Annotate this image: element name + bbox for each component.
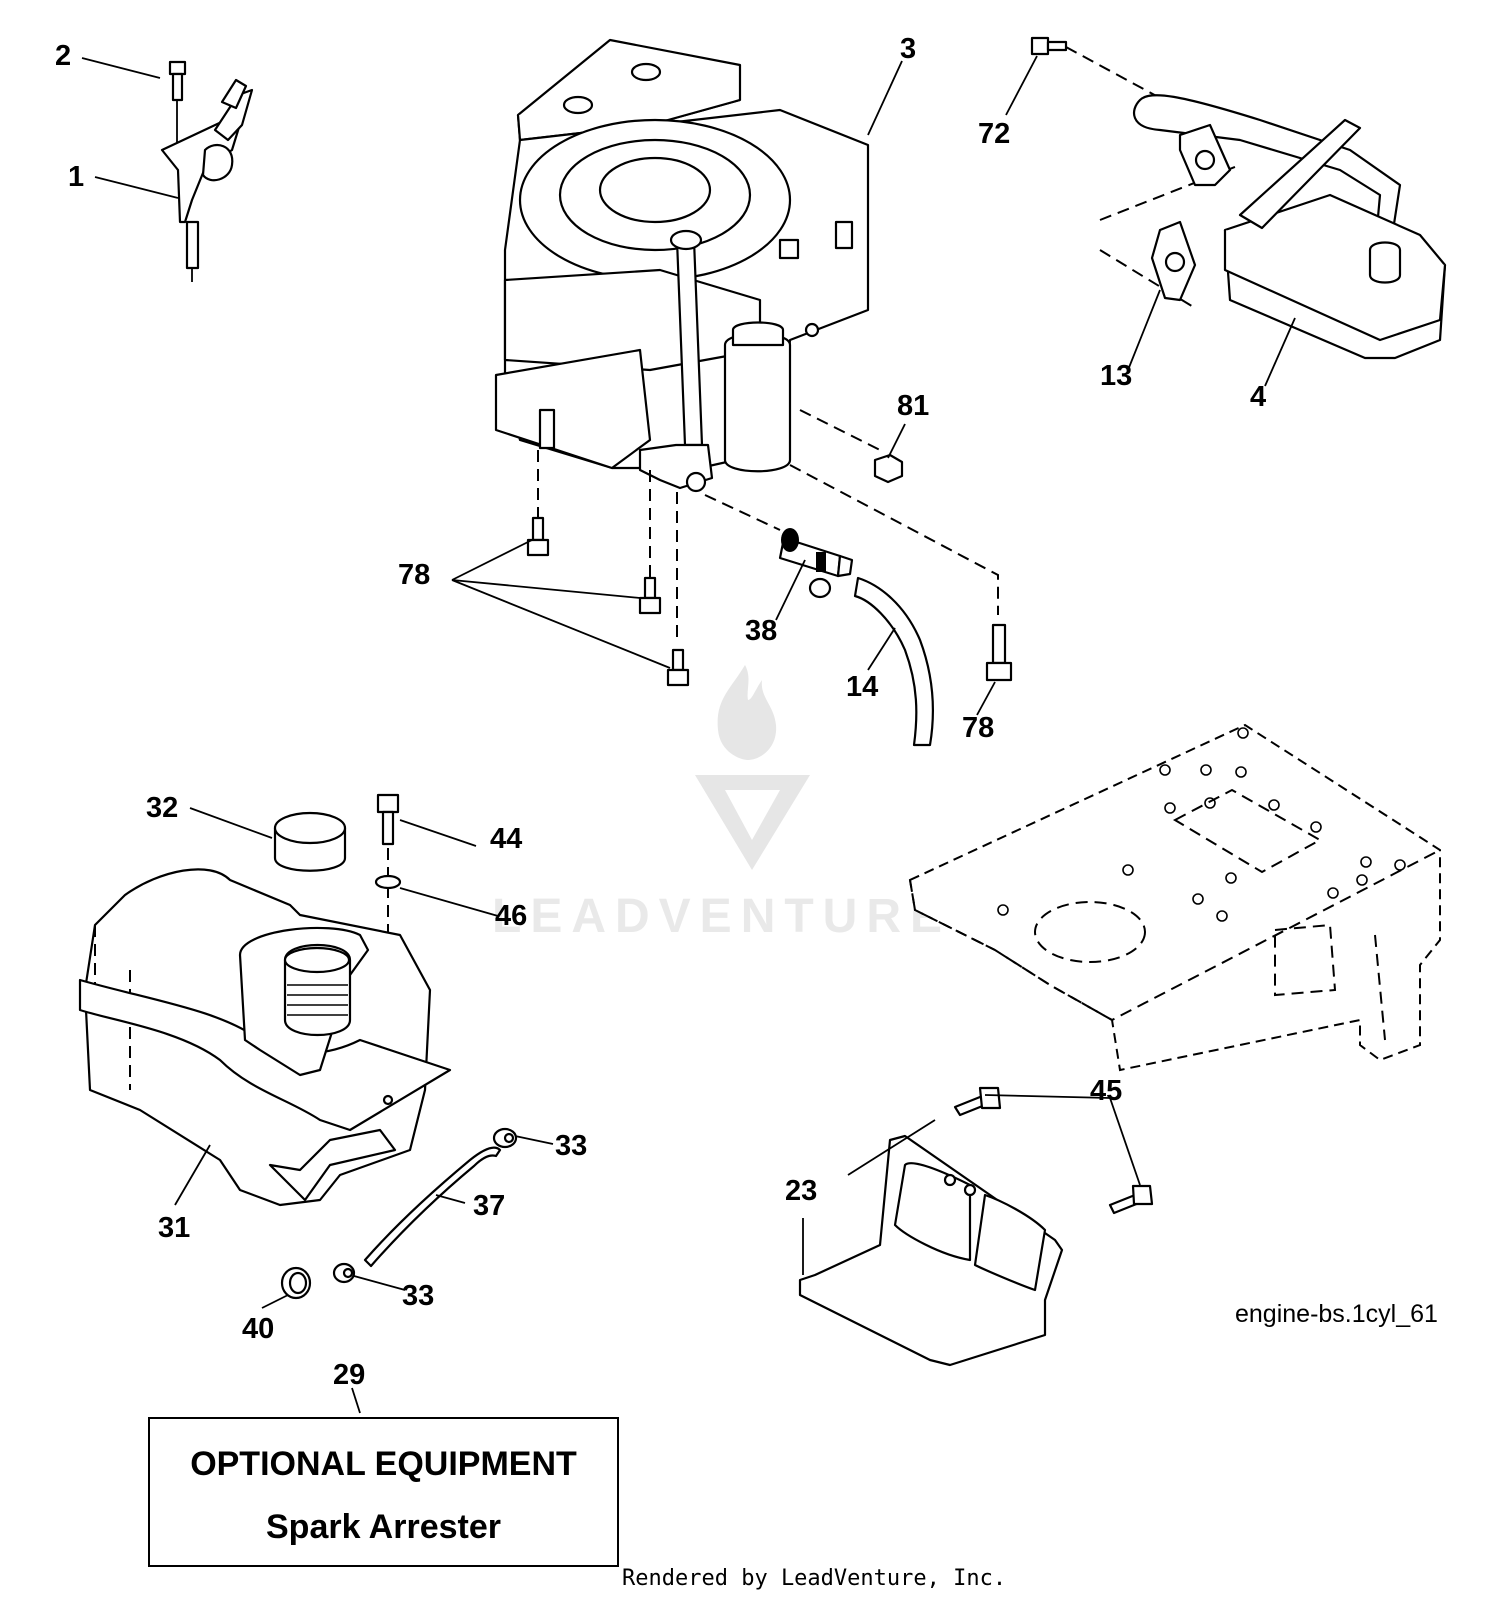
fuel-tank-31-part (78, 868, 452, 1207)
callout-40: 40 (242, 1313, 274, 1345)
watermark-text: LEADVENTURE (492, 890, 951, 943)
callout-23: 23 (785, 1175, 817, 1207)
callout-78-left: 78 (398, 559, 430, 591)
leader-lines (81, 55, 1296, 1414)
fuel-line-37-part (363, 1146, 502, 1268)
grommet-40-part (280, 1266, 312, 1300)
engine-part (494, 38, 870, 493)
callout-81: 81 (897, 390, 929, 422)
callout-labels: 2 1 3 72 13 4 81 78 38 14 78 32 44 46 45… (55, 33, 1266, 1391)
bolt-45-part (953, 1086, 1154, 1215)
callout-38: 38 (745, 615, 777, 647)
throttle-control-part (160, 60, 254, 282)
optional-equipment-item: Spark Arrester (266, 1508, 501, 1546)
callout-31: 31 (158, 1212, 190, 1244)
bolt-72-part (1030, 36, 1068, 56)
callout-14: 14 (846, 671, 878, 703)
callout-4: 4 (1250, 381, 1266, 413)
callout-33-bottom: 33 (402, 1280, 434, 1312)
callout-37: 37 (473, 1190, 505, 1222)
watermark-logo (695, 665, 810, 870)
callout-2: 2 (55, 40, 71, 72)
callout-29: 29 (333, 1359, 365, 1391)
rendered-by-footer: Rendered by LeadVenture, Inc. (622, 1566, 1007, 1591)
fuel-line-14-part (853, 576, 935, 747)
callout-32: 32 (146, 792, 178, 824)
diagram-reference-id: engine-bs.1cyl_61 (1235, 1300, 1438, 1328)
screw-44-part (376, 793, 400, 846)
callout-44: 44 (490, 823, 522, 855)
callout-13: 13 (1100, 360, 1132, 392)
bolt-78-part (526, 516, 1013, 687)
callout-1: 1 (68, 161, 84, 193)
fuel-shutoff-38-part (778, 528, 854, 599)
engine-mount-plate (908, 723, 1441, 1072)
optional-equipment-title: OPTIONAL EQUIPMENT (190, 1445, 577, 1483)
fuel-cap-32-part (273, 811, 347, 872)
callout-33-top: 33 (555, 1130, 587, 1162)
optional-equipment-box: OPTIONAL EQUIPMENT Spark Arrester (148, 1417, 619, 1567)
callout-45: 45 (1090, 1075, 1122, 1107)
heat-shield-23-part (798, 1134, 1064, 1367)
nut-81-part (873, 453, 904, 484)
callout-46: 46 (495, 900, 527, 932)
gasket-13-part (1150, 123, 1232, 302)
callout-3: 3 (900, 33, 916, 65)
hose-clamp-33-part (332, 1127, 518, 1284)
callout-78-right: 78 (962, 712, 994, 744)
washer-46-part (374, 874, 402, 890)
callout-72: 72 (978, 118, 1010, 150)
